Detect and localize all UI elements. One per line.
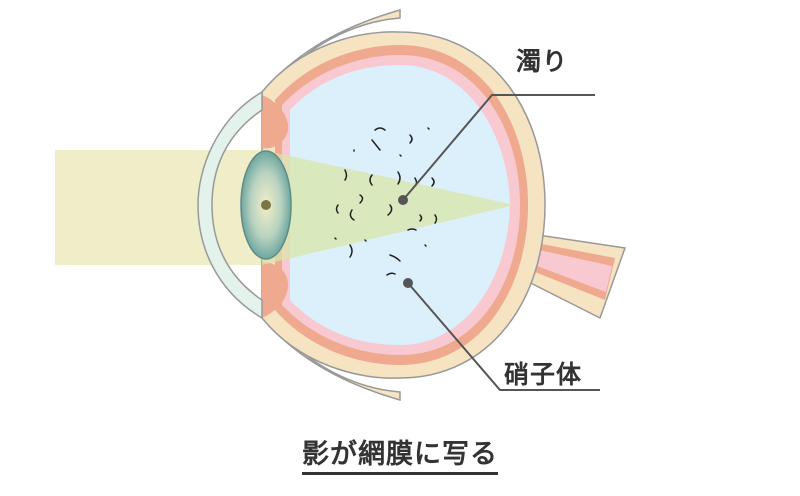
caption-text: 影が網膜に写る — [302, 439, 498, 475]
lens-center — [261, 200, 271, 210]
leader-vitreous — [403, 278, 600, 391]
label-opacity: 濁り — [516, 47, 569, 76]
light-beam — [55, 150, 265, 265]
cornea — [197, 90, 263, 320]
iris-upper — [262, 95, 289, 149]
iris-lower — [262, 262, 288, 318]
floaters — [334, 127, 438, 276]
caption: 影が網膜に写る — [0, 432, 800, 475]
leader-opacity — [398, 94, 595, 205]
label-vitreous-body: 硝子体 — [504, 360, 583, 389]
light-cone — [262, 150, 515, 265]
